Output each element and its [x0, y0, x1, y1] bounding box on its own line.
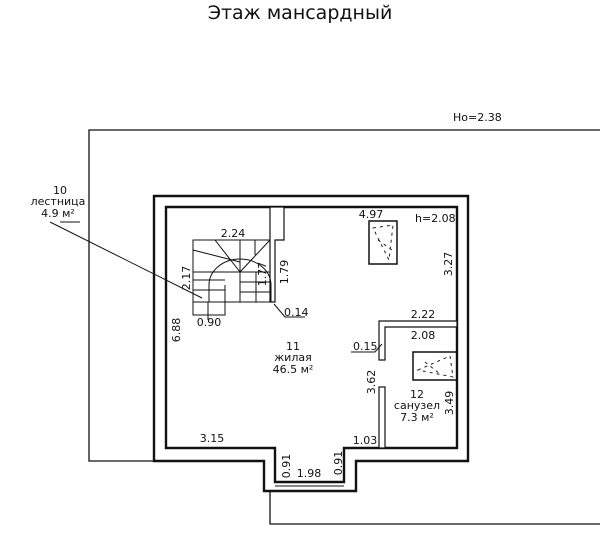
- site-outline: [88, 129, 600, 462]
- dim-stair-depth: 2.17: [180, 266, 193, 291]
- room-10-area: 4.9 м²: [41, 207, 75, 220]
- dim-left-wall: 6.88: [170, 318, 183, 343]
- dim-bay-left: 0.91: [280, 454, 293, 479]
- room-12-name: санузел: [394, 399, 440, 412]
- dim-partition-thk: 0.14: [284, 306, 309, 319]
- dim-bay-right: 0.91: [332, 451, 345, 476]
- room-12-area: 7.3 м²: [400, 411, 434, 424]
- stair-leader-line: [49, 221, 203, 299]
- dim-skylight-pos: 4.97: [359, 208, 384, 221]
- dim-bath-outer: 2.22: [411, 308, 436, 321]
- stair-partition: [269, 206, 285, 303]
- skylight-2: [412, 351, 458, 381]
- site-outline-lower: [269, 491, 600, 525]
- dim-bath-inner: 2.08: [411, 329, 436, 342]
- ceiling-height-label: h=2.08: [415, 212, 456, 225]
- room-12-number: 12: [410, 388, 424, 401]
- room-11-label[interactable]: 11 жилая 46.5 м²: [273, 340, 314, 376]
- dim-bath-wall-len: 3.62: [365, 370, 378, 395]
- dim-stair-width: 2.24: [221, 227, 246, 240]
- dim-bottom-right: 1.03: [353, 434, 378, 447]
- dim-bath-wall-thk: 0.15: [353, 340, 378, 353]
- dim-stair-run: 0.90: [197, 316, 222, 329]
- dim-bottom-left: 3.15: [200, 432, 225, 445]
- dim-stair-flight: 1.77: [256, 262, 269, 287]
- bathroom-wall-upper: [378, 320, 458, 361]
- staircase[interactable]: [192, 239, 272, 320]
- bathroom-wall-lower: [378, 386, 386, 449]
- exterior-wall: [152, 194, 470, 493]
- room-11-number: 11: [286, 340, 300, 353]
- room-10-name: лестница: [31, 195, 86, 208]
- plan-title: Этаж мансардный: [208, 2, 393, 24]
- dim-partition-len: 1.79: [278, 260, 291, 285]
- dim-right-upper: 3.27: [442, 252, 455, 277]
- dim-bay-width: 1.98: [297, 467, 322, 480]
- room-11-name: жилая: [274, 351, 311, 364]
- room-10-number: 10: [53, 184, 67, 197]
- room-12-label[interactable]: 12 санузел 7.3 м²: [394, 388, 440, 424]
- skylight-1: [368, 220, 398, 265]
- outline-height-label: Ho=2.38: [453, 111, 502, 124]
- room-11-area: 46.5 м²: [273, 363, 314, 376]
- dim-bath-depth: 3.49: [443, 391, 456, 416]
